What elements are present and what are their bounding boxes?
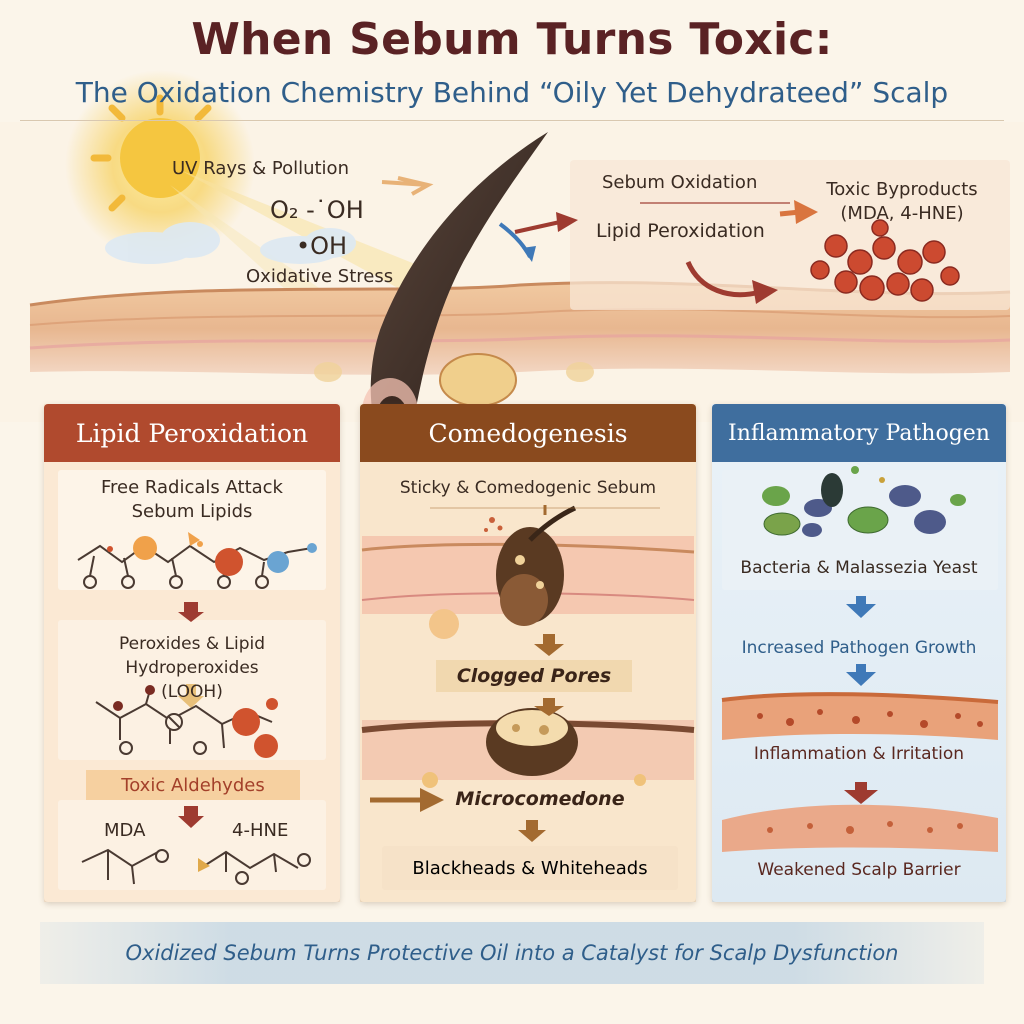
process-arrows [381, 176, 818, 304]
hne-label: 4-HNE [232, 820, 289, 841]
inflam-step-weakened-barrier: Weakened Scalp Barrier [757, 860, 961, 880]
lipid-step-free-radicals: Free Radicals Attack Sebum Lipids [58, 476, 326, 524]
aldehyde-molecule-icon [81, 848, 311, 885]
lipid-panel-header: Lipid Peroxidation [44, 404, 340, 462]
oxidative-stress-label: Oxidative Stress [246, 266, 394, 287]
inflam-step-pathogen-growth: Increased Pathogen Growth [741, 638, 977, 658]
inflam-step-bacteria: Bacteria & Malassezia Yeast [740, 558, 978, 578]
hydroxyl-formula: •OH [296, 232, 348, 260]
lipid-step-1-line-1: Free Radicals Attack [101, 477, 283, 498]
inflam-panel-header: Inflammatory Pathogen [712, 404, 1006, 462]
lipid-peroxidation-label: Lipid Peroxidation [596, 220, 765, 242]
uv-label: UV Rays & Pollution [172, 158, 349, 179]
down-arrow-icon [178, 602, 204, 828]
clogged-follicle-illustration [361, 505, 695, 639]
comedo-step-clogged-pores: Clogged Pores [456, 665, 612, 687]
footer-banner: Oxidized Sebum Turns Protective Oil into… [40, 922, 984, 984]
toxic-byproducts-label: Toxic Byproducts (MDA, 4-HNE) [812, 178, 992, 226]
lipid-step-1-line-2: Sebum Lipids [131, 501, 253, 522]
comedo-arrows [370, 505, 660, 842]
inflam-step-inflammation: Inflammation & Irritation [753, 744, 965, 764]
header-divider [20, 120, 1004, 121]
comedo-step-sticky-sebum: Sticky & Comedogenic Sebum [399, 478, 657, 498]
page-subtitle: The Oxidation Chemistry Behind “Oily Yet… [75, 76, 949, 109]
inflam-arrows [844, 596, 878, 804]
toxic-byproducts-line-1: Toxic Byproducts [826, 179, 978, 200]
lipid-peroxidation-panel: Lipid Peroxidation [44, 404, 340, 902]
weakened-barrier-illustration [722, 804, 998, 852]
lipid-molecule-icon [77, 532, 317, 589]
inflamed-skin-illustration [721, 692, 999, 740]
lipid-step-2-line-2: (LOOH) [161, 682, 223, 702]
sebum-oxidation-label: Sebum Oxidation [602, 172, 758, 193]
mda-label: MDA [104, 820, 146, 841]
cloud-icon [105, 222, 356, 264]
page-title: When Sebum Turns Toxic: [191, 14, 833, 65]
bacteria-yeast-icon [762, 466, 966, 537]
comedo-step-microcomedone: Microcomedone [455, 788, 625, 810]
inflammatory-pathogen-panel: Inflammatory Pathogen [712, 404, 1006, 902]
footer-text: Oxidized Sebum Turns Protective Oil into… [125, 941, 899, 965]
microcomedone-illustration [361, 708, 695, 788]
lipid-step-peroxides: Peroxides & Lipid Hydroperoxides (LOOH) [50, 632, 334, 704]
toxic-byproducts-line-2: (MDA, 4-HNE) [840, 203, 964, 224]
comedo-step-blackheads: Blackheads & Whiteheads [412, 857, 648, 879]
comedogenesis-panel: Comedogenesis [360, 404, 696, 902]
toxic-aldehydes-label: Toxic Aldehydes [121, 774, 265, 796]
toxic-molecule-cluster-icon [810, 219, 960, 302]
oxygen-formula: O₂ -˙OH [270, 196, 364, 224]
lipid-step-2-line-1: Peroxides & Lipid Hydroperoxides [118, 634, 266, 678]
comedo-panel-header: Comedogenesis [360, 404, 696, 462]
